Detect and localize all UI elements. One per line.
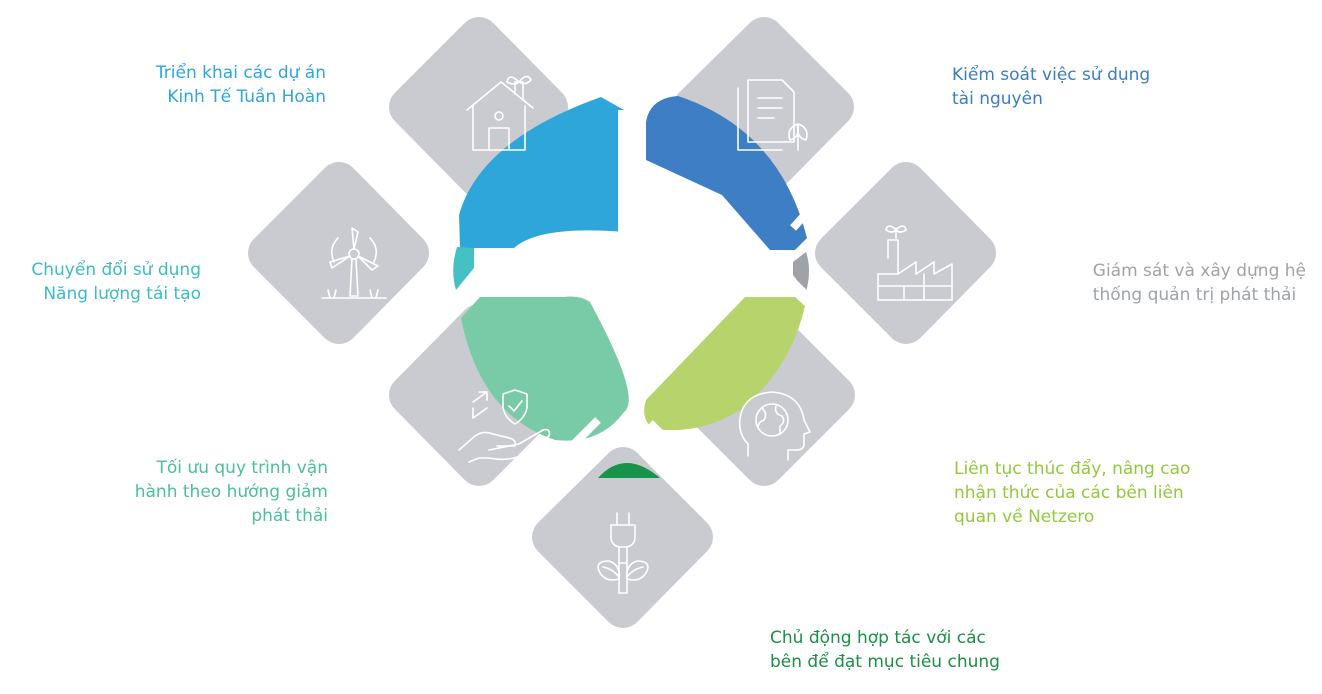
- arc-circular-economy: [459, 97, 624, 248]
- tile-emission-governance: [815, 162, 996, 344]
- label-line: Chủ động hợp tác với các: [770, 628, 986, 648]
- label-partnership: Chủ động hợp tác với các bên để đạt mục t…: [770, 626, 1000, 674]
- label-line: Chuyển đổi sử dụng: [31, 260, 201, 280]
- label-line: Kinh Tế Tuần Hoàn: [167, 87, 326, 107]
- tile-partnership: [532, 447, 713, 628]
- wind-turbine-icon: [321, 227, 387, 299]
- label-line: Triển khai các dự án: [155, 63, 326, 83]
- label-resource-control: Kiểm soát việc sử dụng tài nguyên: [952, 63, 1150, 111]
- document-leaf-icon: [737, 79, 808, 151]
- hand-shield-icon: [458, 389, 551, 463]
- arc-partnership: [598, 463, 660, 478]
- tile-renewable-energy: [248, 162, 429, 344]
- label-line: Liên tục thúc đẩy, nâng cao: [954, 459, 1191, 479]
- factory-plant-icon: [877, 225, 953, 301]
- label-line: hành theo hướng giảm: [134, 482, 328, 502]
- house-plant-icon: [466, 75, 534, 151]
- head-globe-icon: [738, 391, 811, 461]
- label-line: Tối ưu quy trình vận: [156, 458, 328, 478]
- label-line: Kiểm soát việc sử dụng: [952, 65, 1151, 85]
- plug-leaf-icon: [597, 512, 649, 594]
- label-netzero-awareness: Liên tục thúc đẩy, nâng cao nhận thức của…: [954, 457, 1190, 529]
- arc-renewable-energy: [453, 247, 474, 290]
- arc-emission-governance: [793, 252, 809, 292]
- label-circular-economy: Triển khai các dự án Kinh Tế Tuần Hoàn: [156, 61, 326, 109]
- label-emission-governance: Giám sát và xây dựng hệ thống quản trị ph…: [1093, 259, 1306, 307]
- tile-gaps: [406, 110, 837, 469]
- arc-resource-control: [646, 96, 807, 250]
- label-line: quan về Netzero: [954, 507, 1095, 527]
- label-line: Năng lượng tái tạo: [43, 284, 201, 304]
- arc-netzero-awareness: [644, 297, 805, 431]
- label-line: tài nguyên: [952, 89, 1043, 109]
- label-process-optimization: Tối ưu quy trình vận hành theo hướng giảm…: [135, 456, 328, 528]
- label-line: Giám sát và xây dựng hệ: [1092, 261, 1306, 281]
- label-line: bên để đạt mục tiêu chung: [770, 652, 1000, 672]
- label-line: phát thải: [251, 506, 328, 526]
- label-line: nhận thức của các bên liên: [954, 483, 1184, 503]
- label-line: thống quản trị phát thải: [1092, 285, 1297, 305]
